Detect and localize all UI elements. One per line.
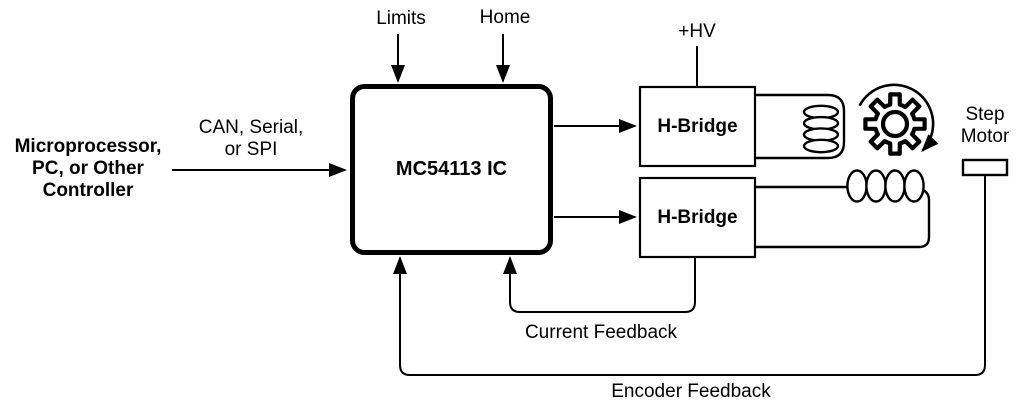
winding-phase-b: [756, 169, 931, 249]
hbridge-bottom-box: [638, 176, 757, 259]
winding-phase-a: [756, 93, 846, 160]
current-feedback-label: Current Feedback: [524, 322, 678, 343]
limits-label: Limits: [376, 8, 426, 29]
bus-label-line1: CAN, Serial,: [198, 117, 304, 138]
bus-label: CAN, Serial, or SPI: [199, 117, 304, 161]
step-motor-label: Step Motor: [961, 104, 1010, 148]
controller-label: Microprocessor, PC, or Other Controller: [15, 136, 162, 202]
ic-box: [350, 84, 553, 255]
encoder-feedback-label: Encoder Feedback: [611, 381, 771, 402]
hbridge-top-label: H-Bridge: [657, 115, 738, 137]
hv-label: +HV: [678, 21, 716, 42]
bus-label-line2: or SPI: [224, 139, 278, 160]
home-label: Home: [479, 7, 531, 28]
gear-icon: [858, 83, 939, 156]
hbridge-bottom-label: H-Bridge: [657, 206, 738, 228]
controller-label-line2: PC, or Other: [32, 158, 144, 179]
step-motor-label-line1: Step: [965, 104, 1005, 125]
hbridge-top-box: [638, 85, 757, 168]
rotation-arrow-icon: [858, 83, 939, 153]
controller-label-line1: Microprocessor,: [14, 136, 162, 157]
current-feedback-line: [503, 256, 696, 313]
controller-label-line3: Controller: [42, 180, 134, 201]
ic-label: MC54113 IC: [395, 158, 508, 180]
step-motor-box: [961, 158, 1009, 177]
encoder-feedback-line: [393, 176, 986, 376]
step-motor-label-line2: Motor: [960, 126, 1010, 147]
